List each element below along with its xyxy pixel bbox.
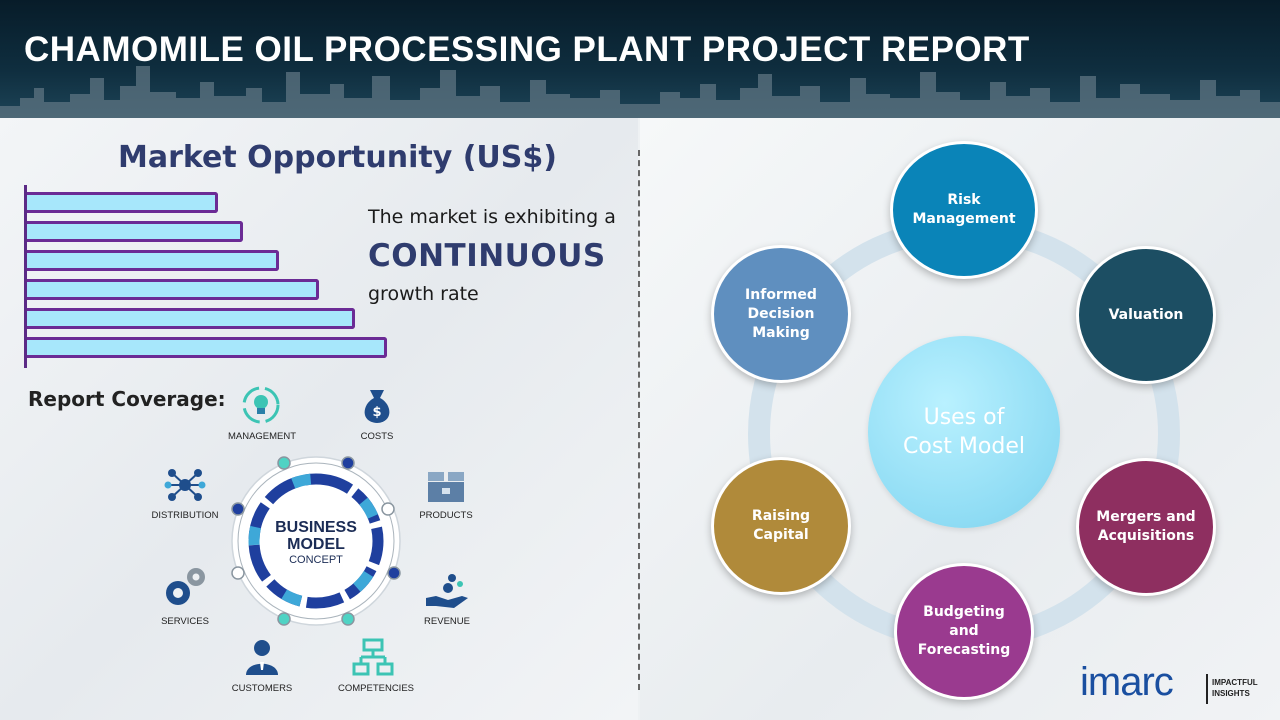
node-raising-capital: Raising Capital [711, 457, 851, 595]
market-text-line3: growth rate [368, 283, 479, 305]
market-bar [27, 250, 279, 271]
node-label: Risk Management [912, 192, 1016, 227]
logo-tagline-2: INSIGHTS [1212, 689, 1250, 698]
bm-line2: MODEL [287, 536, 345, 553]
page-title: CHAMOMILE OIL PROCESSING PLANT PROJECT R… [24, 30, 1030, 69]
node-label: Budgeting and Forecasting [917, 604, 1011, 658]
city-skyline [0, 66, 1280, 118]
bm-line1: BUSINESS [275, 519, 357, 536]
logo-tagline-1: IMPACTFUL [1212, 678, 1258, 687]
coverage-label-products: PRODUCTS [419, 510, 473, 521]
coverage-label-revenue: REVENUE [424, 616, 470, 627]
coverage-label-management: MANAGEMENT [227, 431, 297, 442]
node-informed-decision: Informed Decision Making [711, 245, 851, 383]
coverage-label-distribution: DISTRIBUTION [151, 510, 219, 521]
lightbulb-cycle-icon [242, 386, 280, 424]
coverage-label-costs: COSTS [360, 431, 394, 442]
money-bag-icon: $ [364, 390, 390, 423]
imarc-logo: imarc IMPACTFUL INSIGHTS [1080, 660, 1260, 710]
coverage-label-customers: CUSTOMERS [231, 683, 293, 694]
logo-brand: imarc [1080, 660, 1174, 704]
node-risk-management: Risk Management [890, 141, 1038, 279]
logo-divider [1206, 674, 1208, 704]
node-label: Informed Decision Making [745, 286, 817, 341]
market-bar [27, 279, 319, 300]
market-bar [27, 308, 355, 329]
market-text-line1: The market is exhibiting a [368, 206, 616, 228]
node-label: Valuation [1108, 306, 1184, 323]
hierarchy-icon [352, 638, 394, 676]
gears-icon [166, 568, 205, 605]
market-bar [27, 192, 218, 213]
network-icon [164, 469, 206, 501]
market-text-highlight: CONTINUOUS [368, 238, 606, 274]
market-bar [27, 221, 243, 242]
market-bar [27, 337, 387, 358]
coverage-label-services: SERVICES [161, 616, 209, 627]
report-coverage-title: Report Coverage: [28, 387, 226, 411]
node-budgeting: Budgeting and Forecasting [894, 563, 1034, 700]
header-banner: CHAMOMILE OIL PROCESSING PLANT PROJECT R… [0, 0, 1280, 118]
user-icon [246, 640, 278, 675]
bar-axis [24, 185, 27, 368]
boxes-icon [428, 472, 464, 502]
svg-text:$: $ [372, 405, 381, 420]
node-valuation: Valuation [1076, 246, 1216, 384]
uses-center-label: Uses of Cost Model [903, 405, 1025, 459]
coverage-label-competencies: COMPETENCIES [337, 683, 414, 694]
bm-line3: CONCEPT [289, 554, 343, 566]
hand-coins-icon [426, 574, 468, 608]
node-mergers: Mergers and Acquisitions [1076, 458, 1216, 596]
business-model-center: BUSINESS MODEL CONCEPT [250, 519, 382, 567]
uses-center: Uses of Cost Model [868, 336, 1060, 528]
node-label: Raising Capital [751, 508, 811, 543]
business-model-wheel [231, 456, 401, 626]
node-label: Mergers and Acquisitions [1096, 509, 1196, 544]
panel-divider [638, 150, 640, 690]
market-opportunity-title: Market Opportunity (US$) [118, 140, 557, 175]
